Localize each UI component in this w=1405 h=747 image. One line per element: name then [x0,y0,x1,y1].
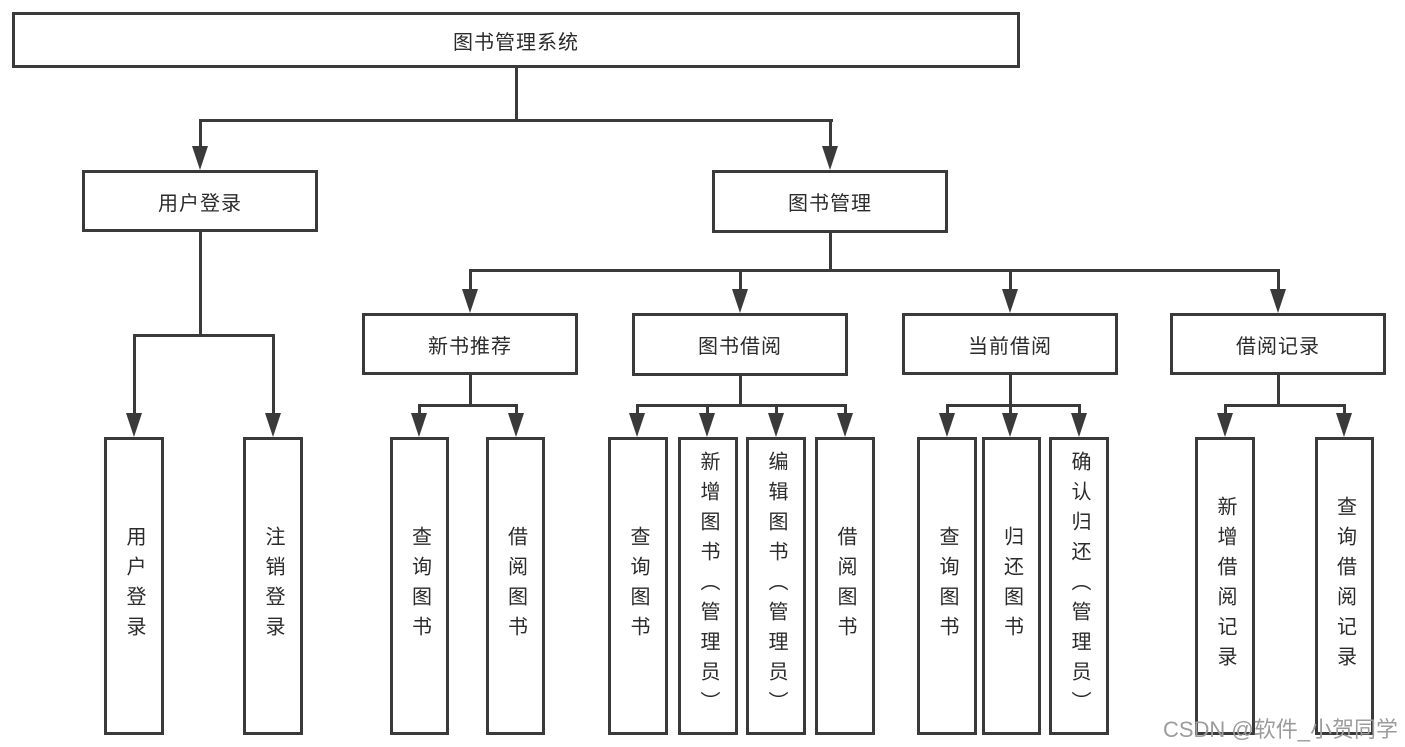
connector-line [1277,375,1280,407]
arrow-down-icon [768,413,784,437]
arrow-down-icon [699,413,715,437]
connector-line [1224,404,1227,418]
connector-line [1224,404,1346,407]
connector-line [469,269,1280,272]
node-new-book-recommend: 新书推荐 [362,313,578,375]
connector-line [829,233,832,272]
leaf-current-query-books-label: 查询图书 [936,526,958,646]
connector-line [199,232,202,336]
node-user-login-label: 用户登录 [158,192,242,215]
arrow-down-icon [629,413,645,437]
node-user-login: 用户登录 [82,170,318,232]
arrow-down-icon [508,413,524,437]
leaf-current-confirm-return-admin: 确认归还（管理员） [1049,437,1109,735]
arrow-down-icon [1336,413,1352,437]
connector-line [133,334,136,418]
node-current-borrowing-label: 当前借阅 [968,335,1052,358]
connector-line [1343,404,1346,418]
leaf-borrowing-add-books-admin: 新增图书（管理员） [678,437,738,735]
node-book-borrowing: 图书借阅 [632,313,848,376]
node-current-borrowing: 当前借阅 [902,313,1118,375]
leaf-borrowing-borrow-books-label: 借阅图书 [834,526,856,646]
leaf-borrowing-add-books-admin-label: 新增图书（管理员） [697,451,719,721]
node-library-system: 图书管理系统 [12,12,1020,68]
connector-line [636,404,639,418]
connector-line [775,404,778,418]
node-borrow-records-label: 借阅记录 [1236,335,1320,358]
leaf-logout: 注销登录 [243,437,303,735]
node-book-management: 图书管理 [712,170,948,233]
connector-line [469,375,472,407]
arrow-down-icon [939,413,955,437]
connector-line [133,334,275,337]
leaf-records-add-record-label: 新增借阅记录 [1214,496,1236,676]
leaf-logout-label: 注销登录 [262,526,284,646]
leaf-records-query-record: 查询借阅记录 [1315,437,1374,735]
connector-line [829,119,832,150]
connector-line [1009,269,1012,295]
leaf-borrowing-query-books: 查询图书 [608,437,668,735]
node-borrow-records: 借阅记录 [1170,313,1386,375]
arrow-down-icon [192,146,208,170]
connector-line [469,269,472,295]
arrow-down-icon [265,413,281,437]
connector-line [1078,404,1081,418]
node-new-book-recommend-label: 新书推荐 [428,335,512,358]
node-library-system-label: 图书管理系统 [453,31,579,54]
connector-line [272,334,275,418]
leaf-current-query-books: 查询图书 [917,437,977,735]
leaf-borrowing-borrow-books: 借阅图书 [815,437,875,735]
leaf-recommend-borrow-books: 借阅图书 [486,437,545,735]
leaf-records-query-record-label: 查询借阅记录 [1333,496,1356,676]
leaf-current-confirm-return-admin-label: 确认归还（管理员） [1068,451,1090,721]
arrow-down-icon [1002,413,1018,437]
leaf-recommend-query-books: 查询图书 [390,437,449,735]
connector-line [418,404,518,407]
leaf-current-return-books-label: 归还图书 [1000,526,1023,646]
leaf-records-add-record: 新增借阅记录 [1195,437,1255,735]
leaf-user-login: 用户登录 [104,437,164,735]
connector-line [844,404,847,418]
arrow-down-icon [126,413,142,437]
arrow-down-icon [1071,413,1087,437]
arrow-down-icon [1270,289,1286,313]
arrow-down-icon [411,413,427,437]
arrow-down-icon [822,146,838,170]
connector-line [418,404,421,418]
connector-line [739,269,742,295]
connector-line [739,376,742,407]
connector-line [636,404,847,407]
connector-line [199,119,833,122]
node-book-management-label: 图书管理 [788,193,872,215]
arrow-down-icon [1002,289,1018,313]
connector-line [199,119,202,150]
connector-line [515,68,518,121]
arrow-down-icon [837,413,853,437]
connector-line [1009,404,1012,418]
arrow-down-icon [1217,413,1233,437]
arrow-down-icon [732,289,748,313]
csdn-watermark: CSDN @软件_小贺同学 [1162,717,1398,742]
leaf-borrowing-edit-books-admin: 编辑图书（管理员） [746,437,806,735]
leaf-user-login-label: 用户登录 [123,526,145,646]
leaf-recommend-borrow-books-label: 借阅图书 [504,526,527,646]
connector-line [1277,269,1280,295]
node-book-borrowing-label: 图书借阅 [698,336,782,358]
connector-line [946,404,949,418]
connector-line [946,404,1081,407]
arrow-down-icon [462,289,478,313]
connector-line [706,404,709,418]
leaf-current-return-books: 归还图书 [982,437,1041,735]
leaf-borrowing-edit-books-admin-label: 编辑图书（管理员） [765,451,787,721]
leaf-recommend-query-books-label: 查询图书 [408,526,431,646]
leaf-borrowing-query-books-label: 查询图书 [627,526,649,646]
connector-line [1009,375,1012,407]
connector-line [515,404,518,418]
